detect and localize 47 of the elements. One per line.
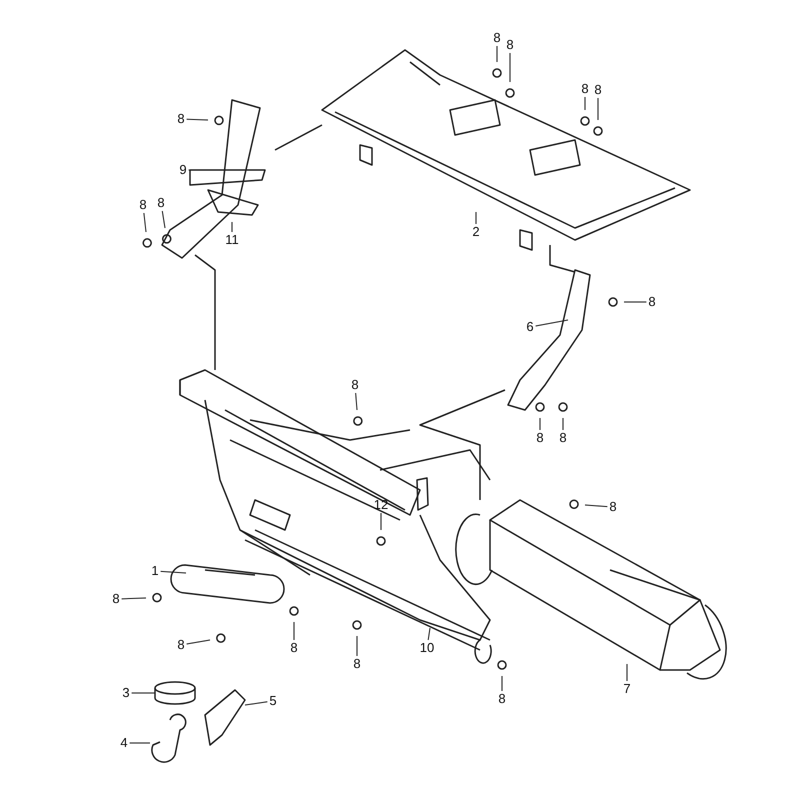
callout-number: 8 bbox=[608, 500, 618, 514]
leader-line bbox=[356, 636, 358, 656]
leader-line bbox=[160, 570, 186, 574]
leader-line bbox=[626, 664, 628, 682]
callout-number: 8 bbox=[497, 692, 507, 706]
callout-number: 1 bbox=[150, 564, 160, 578]
callout-number: 8 bbox=[647, 295, 657, 309]
leader-line bbox=[355, 392, 358, 410]
callout-number: 8 bbox=[558, 431, 568, 445]
callout-number: 4 bbox=[119, 736, 129, 750]
leader-line bbox=[584, 504, 608, 508]
callout-number: 8 bbox=[350, 378, 360, 392]
leader-line bbox=[244, 701, 268, 706]
callout-number: 8 bbox=[505, 38, 515, 52]
leader-line bbox=[143, 212, 146, 232]
leader-line bbox=[428, 628, 430, 640]
leader-line bbox=[129, 742, 150, 744]
leader-line bbox=[131, 692, 156, 694]
leader-line bbox=[162, 210, 166, 228]
callout-number: 2 bbox=[471, 225, 481, 239]
callout-number: 8 bbox=[111, 592, 121, 606]
callout-number: 12 bbox=[372, 498, 390, 512]
leader-line bbox=[380, 512, 382, 530]
callout-number: 8 bbox=[138, 198, 148, 212]
callout-number: 8 bbox=[352, 657, 362, 671]
callout-number: 8 bbox=[176, 638, 186, 652]
callout-number: 8 bbox=[492, 31, 502, 45]
callout-number: 8 bbox=[593, 83, 603, 97]
leader-line bbox=[562, 418, 564, 430]
callout-number: 8 bbox=[176, 112, 186, 126]
callout-number: 8 bbox=[289, 641, 299, 655]
callout-number: 8 bbox=[535, 431, 545, 445]
callout-number: 6 bbox=[525, 320, 535, 334]
callout-number: 8 bbox=[580, 82, 590, 96]
leader-line bbox=[584, 96, 586, 110]
leader-line bbox=[186, 640, 210, 645]
leader-line bbox=[496, 46, 498, 62]
leader-line bbox=[186, 118, 208, 120]
leader-line bbox=[121, 598, 146, 600]
callout-number: 3 bbox=[121, 686, 131, 700]
callout-number: 9 bbox=[178, 163, 188, 177]
callout-number: 10 bbox=[418, 641, 436, 655]
callout-number: 11 bbox=[224, 233, 240, 247]
callout-number: 8 bbox=[156, 196, 166, 210]
callout-number: 5 bbox=[268, 694, 278, 708]
callout-number: 7 bbox=[622, 682, 632, 696]
leader-line bbox=[535, 320, 568, 326]
